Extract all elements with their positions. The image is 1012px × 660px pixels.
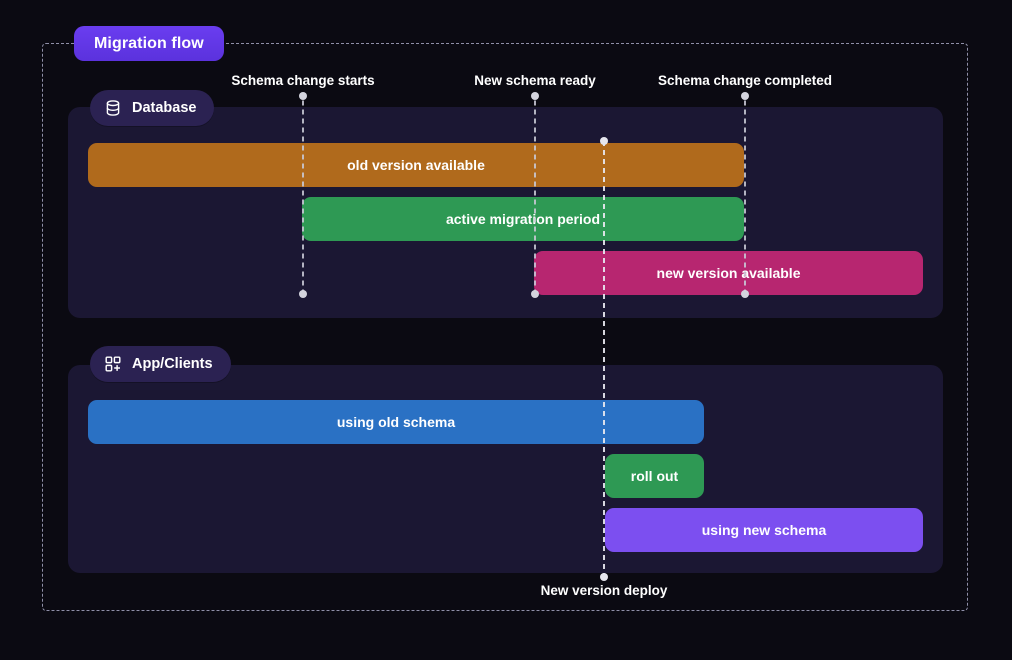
- section-label-app-clients: App/Clients: [132, 356, 213, 372]
- bar-using-new-schema: using new schema: [605, 508, 923, 552]
- section-label-database: Database: [132, 100, 197, 116]
- bar-label: old version available: [347, 157, 485, 173]
- diagram-frame: [42, 43, 968, 611]
- section-pill-database: Database: [90, 90, 215, 126]
- grid-plus-icon: [104, 355, 122, 373]
- deploy-marker-label: New version deploy: [540, 583, 668, 598]
- bar-active-migration-period: active migration period: [302, 197, 744, 241]
- bar-label: new version available: [656, 265, 801, 281]
- bar-label: using new schema: [701, 522, 827, 538]
- bar-label: roll out: [630, 468, 679, 484]
- bar-old-version-available: old version available: [88, 143, 744, 187]
- bar-label: active migration period: [445, 211, 601, 227]
- bar-new-version-available: new version available: [534, 251, 923, 295]
- bar-using-old-schema: using old schema: [88, 400, 704, 444]
- page-title: Migration flow: [94, 34, 204, 52]
- diagram-title-pill: Migration flow: [74, 26, 224, 61]
- section-pill-app-clients: App/Clients: [90, 346, 231, 382]
- bar-roll-out: roll out: [605, 454, 704, 498]
- bar-label: using old schema: [336, 414, 456, 430]
- database-icon: [104, 99, 122, 117]
